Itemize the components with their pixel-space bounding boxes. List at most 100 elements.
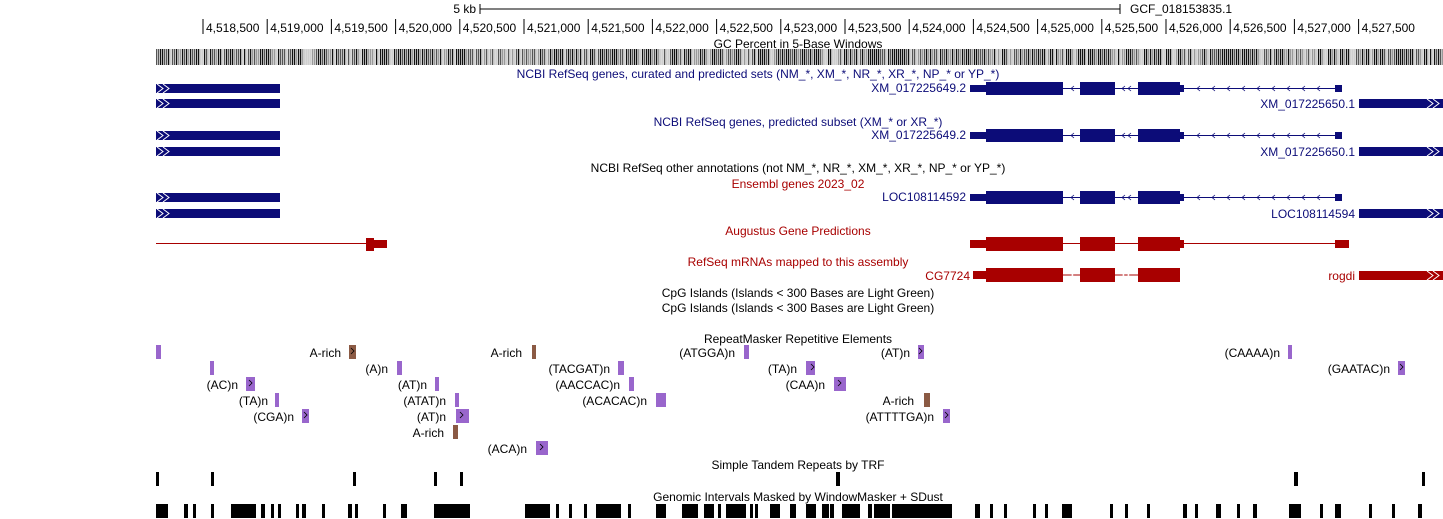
windowmasker-interval[interactable] xyxy=(355,504,358,518)
augustus-track[interactable]: Augustus Gene Predictions xyxy=(156,224,1349,251)
windowmasker-interval[interactable] xyxy=(842,504,860,518)
gene-label-loc594[interactable]: LOC108114594 xyxy=(1271,207,1355,221)
exon-block[interactable] xyxy=(1138,129,1180,142)
trf-element[interactable] xyxy=(836,472,840,486)
gene-block-left-a1[interactable] xyxy=(156,84,280,93)
repeat-label[interactable]: (ATTTTGA)n xyxy=(866,410,934,424)
exon-block[interactable] xyxy=(1080,191,1115,204)
track-title-cpg-2[interactable]: CpG Islands (Islands < 300 Bases are Lig… xyxy=(662,301,934,315)
repeat-block[interactable] xyxy=(806,361,815,375)
windowmasker-interval[interactable] xyxy=(656,504,666,518)
windowmasker-interval[interactable] xyxy=(569,504,572,518)
windowmasker-interval[interactable] xyxy=(348,504,352,518)
exon-block[interactable] xyxy=(1138,237,1180,251)
windowmasker-interval[interactable] xyxy=(874,504,890,518)
windowmasker-interval[interactable] xyxy=(1045,504,1048,518)
exon-block[interactable] xyxy=(1080,268,1115,282)
windowmasker-interval[interactable] xyxy=(1392,504,1395,518)
windowmasker-interval[interactable] xyxy=(1033,504,1036,518)
refseq-mrna-track[interactable]: RefSeq mRNAs mapped to this assembly CG7… xyxy=(688,255,1443,283)
windowmasker-interval[interactable] xyxy=(184,504,188,518)
repeat-label[interactable]: (AT)n xyxy=(398,378,427,392)
exon-block[interactable] xyxy=(986,191,1063,204)
windowmasker-interval[interactable] xyxy=(584,504,587,518)
repeat-block[interactable] xyxy=(656,393,666,407)
repeat-block[interactable] xyxy=(744,345,749,359)
exon-block[interactable] xyxy=(1080,237,1115,251)
repeat-label[interactable]: (CAAAA)n xyxy=(1225,346,1280,360)
track-title-cpg-1[interactable]: CpG Islands (Islands < 300 Bases are Lig… xyxy=(662,286,934,300)
repeatmasker-track[interactable]: RepeatMasker Repetitive Elements A-rich … xyxy=(156,332,1405,456)
windowmasker-interval[interactable] xyxy=(302,504,306,518)
gene-block-right-b2[interactable] xyxy=(1359,147,1443,156)
windowmasker-interval[interactable] xyxy=(975,504,980,518)
gene-block-left-b1[interactable] xyxy=(156,131,280,140)
windowmasker-interval[interactable] xyxy=(1289,504,1301,518)
windowmasker-interval[interactable] xyxy=(1183,504,1187,518)
windowmasker-interval[interactable] xyxy=(296,504,299,518)
windowmasker-interval[interactable] xyxy=(322,504,325,518)
ensembl-track[interactable]: Ensembl genes 2023_02 LOC108114592 LOC10… xyxy=(156,177,1443,221)
repeat-label[interactable]: (ACACAC)n xyxy=(582,394,647,408)
windowmasker-track[interactable]: Genomic Intervals Masked by WindowMasker… xyxy=(156,490,1422,518)
repeat-label[interactable]: (ACA)n xyxy=(488,442,527,456)
windowmasker-interval[interactable] xyxy=(1369,504,1372,518)
windowmasker-interval[interactable] xyxy=(822,504,829,518)
windowmasker-interval[interactable] xyxy=(434,504,470,518)
exon-block[interactable] xyxy=(366,238,374,251)
exon-block[interactable] xyxy=(1080,82,1115,95)
windowmasker-interval[interactable] xyxy=(1004,504,1007,518)
windowmasker-interval[interactable] xyxy=(1216,504,1221,518)
repeat-label[interactable]: (TA)n xyxy=(239,394,268,408)
windowmasker-interval[interactable] xyxy=(892,504,952,518)
repeat-label[interactable]: (ATGGA)n xyxy=(679,346,735,360)
exon-block[interactable] xyxy=(986,129,1063,142)
trf-element[interactable] xyxy=(434,472,437,486)
repeat-label[interactable]: A-rich xyxy=(491,346,522,360)
windowmasker-interval[interactable] xyxy=(556,504,559,518)
refseq-all-track[interactable]: NCBI RefSeq genes, curated and predicted… xyxy=(156,67,1443,111)
repeat-block[interactable] xyxy=(453,425,458,439)
repeat-label[interactable]: (AC)n xyxy=(207,378,238,392)
gene-block-left-b2[interactable] xyxy=(156,147,280,156)
windowmasker-interval[interactable] xyxy=(525,504,550,518)
windowmasker-interval[interactable] xyxy=(401,504,407,518)
exon-block[interactable] xyxy=(986,82,1063,95)
windowmasker-interval[interactable] xyxy=(726,504,746,518)
windowmasker-interval[interactable] xyxy=(718,504,721,518)
exon-block[interactable] xyxy=(1080,129,1115,142)
windowmasker-interval[interactable] xyxy=(211,504,214,518)
trf-element[interactable] xyxy=(460,472,463,486)
repeat-label[interactable]: (CGA)n xyxy=(253,410,294,424)
windowmasker-interval[interactable] xyxy=(1110,504,1113,518)
repeat-block[interactable] xyxy=(275,393,279,407)
windowmasker-interval[interactable] xyxy=(1195,504,1198,518)
gene-block-left-c1[interactable] xyxy=(156,193,280,202)
repeat-label[interactable]: A-rich xyxy=(310,346,341,360)
windowmasker-interval[interactable] xyxy=(830,504,834,518)
repeat-block[interactable] xyxy=(397,361,402,375)
windowmasker-interval[interactable] xyxy=(193,504,196,518)
track-title-refseq-other[interactable]: NCBI RefSeq other annotations (not NM_*,… xyxy=(591,161,1006,175)
trf-element[interactable] xyxy=(353,472,356,486)
windowmasker-interval[interactable] xyxy=(755,504,758,518)
gene-block-right-a2[interactable] xyxy=(1359,99,1443,108)
trf-track[interactable]: Simple Tandem Repeats by TRF xyxy=(156,458,1425,486)
repeat-block[interactable] xyxy=(924,393,930,407)
repeat-block[interactable] xyxy=(629,377,634,391)
windowmasker-interval[interactable] xyxy=(750,504,753,518)
repeat-block[interactable] xyxy=(435,377,439,391)
windowmasker-interval[interactable] xyxy=(1125,504,1128,518)
repeat-label[interactable]: (CAA)n xyxy=(786,378,825,392)
trf-element[interactable] xyxy=(211,472,214,486)
windowmasker-interval[interactable] xyxy=(278,504,281,518)
repeat-label[interactable]: (AACCAC)n xyxy=(555,378,620,392)
repeat-block[interactable] xyxy=(1288,345,1292,359)
repeat-block[interactable] xyxy=(618,361,624,375)
gene-label-xm650-b[interactable]: XM_017225650.1 xyxy=(1260,145,1355,159)
refseq-predicted-track[interactable]: NCBI RefSeq genes, predicted subset (XM_… xyxy=(156,115,1443,159)
windowmasker-interval[interactable] xyxy=(1320,504,1323,518)
windowmasker-interval[interactable] xyxy=(704,504,714,518)
windowmasker-interval[interactable] xyxy=(990,504,993,518)
